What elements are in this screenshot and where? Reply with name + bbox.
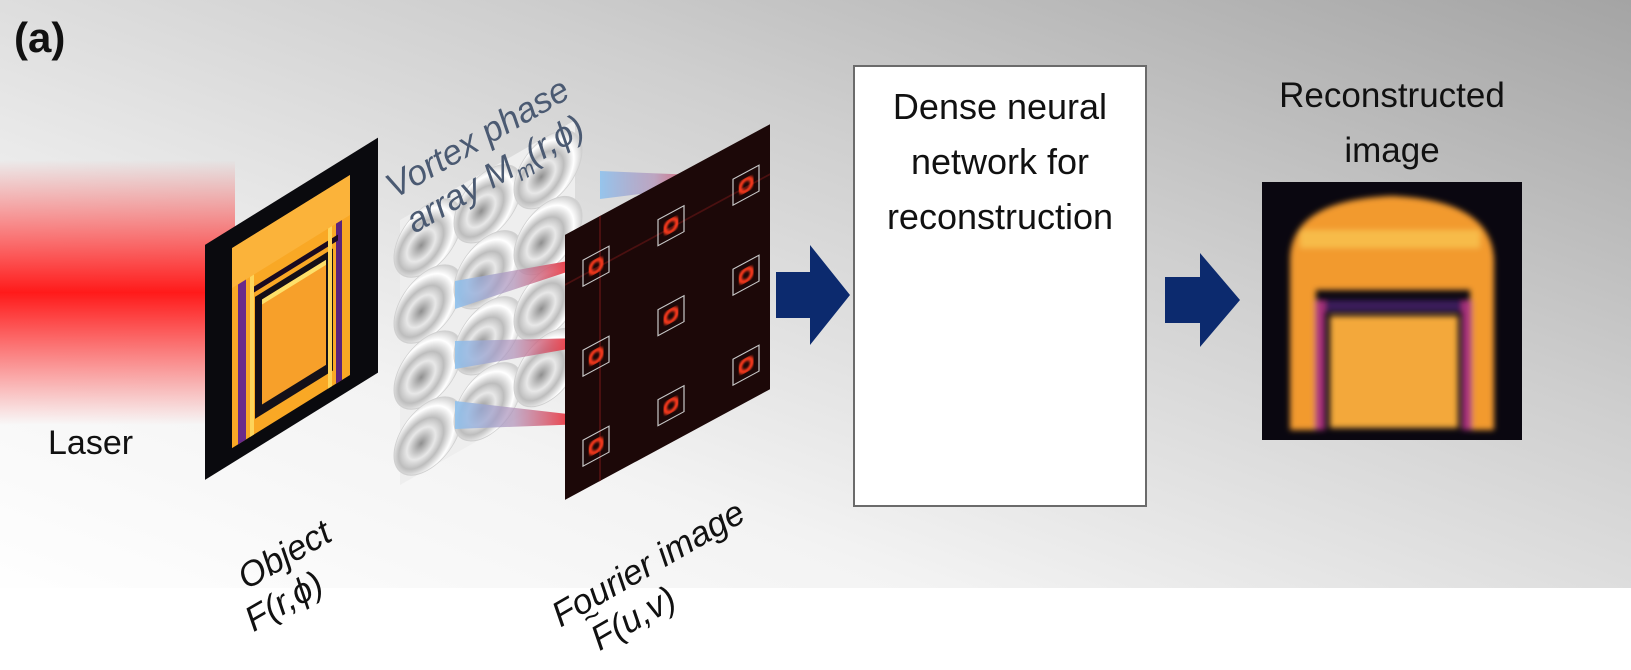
fourier-spot-box xyxy=(657,294,685,337)
fourier-spot xyxy=(588,347,604,366)
fourier-spot-box xyxy=(582,335,610,378)
recon-title-line2: image xyxy=(1344,131,1440,170)
fourier-spot xyxy=(663,396,679,415)
neural-network-title: Dense neural network for reconstruction xyxy=(855,79,1145,244)
fourier-spot-box xyxy=(582,425,610,468)
fourier-spot xyxy=(588,257,604,276)
fourier-spot xyxy=(663,306,679,325)
fourier-image xyxy=(565,124,770,500)
arrow-to-network-icon xyxy=(776,245,850,345)
nn-title-line3: reconstruction xyxy=(886,196,1114,237)
fourier-spot xyxy=(738,176,754,195)
reconstructed-image xyxy=(1262,182,1522,440)
fourier-spot-box xyxy=(657,204,685,247)
beam xyxy=(455,258,585,309)
fourier-spot xyxy=(738,266,754,285)
laser-label: Laser xyxy=(48,424,134,462)
fourier-spot-box xyxy=(582,245,610,288)
fourier-spot-box xyxy=(732,164,760,207)
arrow-to-reconstruction-icon xyxy=(1165,253,1240,347)
recon-title-line1: Reconstructed xyxy=(1279,76,1505,115)
beam xyxy=(455,401,585,429)
bottom-margin xyxy=(0,588,1631,613)
reconstructed-title: Reconstructed image xyxy=(1242,68,1542,178)
fourier-spot-box xyxy=(732,344,760,387)
nn-title-line1: Dense neural xyxy=(892,86,1108,127)
fourier-spot xyxy=(738,356,754,375)
fourier-spot xyxy=(663,216,679,235)
fourier-spot xyxy=(588,437,604,456)
laser-beam xyxy=(0,160,235,425)
neural-network-box: Dense neural network for reconstruction xyxy=(853,65,1147,507)
fourier-spot-box xyxy=(657,384,685,427)
beam xyxy=(455,338,585,369)
object-image xyxy=(205,137,378,480)
panel-label: (a) xyxy=(14,14,66,61)
nn-title-line2: network for xyxy=(910,141,1090,182)
fourier-spot-box xyxy=(732,254,760,297)
diagram-canvas: (a) Laser Vortex phase array Mm(r,ϕ) Obj… xyxy=(0,0,1631,613)
